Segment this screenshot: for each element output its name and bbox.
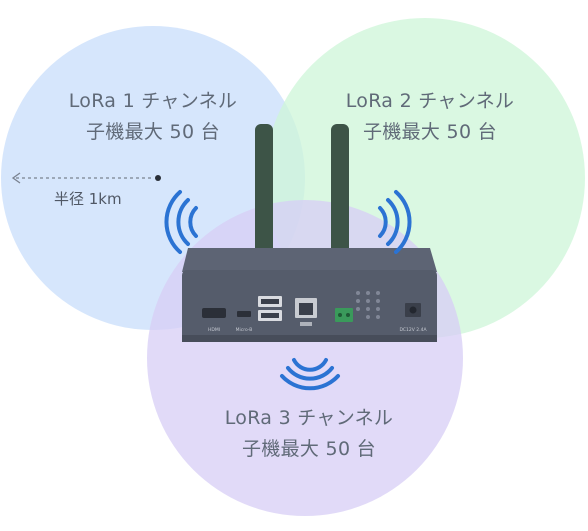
antenna-icon: [255, 124, 349, 284]
gateway-device: HDMI Micro-B DC12V 2.4A: [182, 248, 437, 342]
port-label-dc: DC12V 2.4A: [399, 327, 427, 333]
zone-1-title: LoRa 1 チャンネル: [68, 90, 238, 112]
zone-2-label: LoRa 2 チャンネル 子機最大 50 台: [325, 86, 535, 148]
micro-usb-port: [237, 311, 251, 317]
port-label-hdmi: HDMI: [208, 327, 220, 333]
radius-indicator: [11, 172, 161, 184]
hdmi-port: [202, 308, 226, 318]
zone-3-title: LoRa 3 チャンネル: [224, 407, 394, 429]
zone-2-title: LoRa 2 チャンネル: [345, 90, 515, 112]
zone-2-capacity: 子機最大 50 台: [363, 121, 497, 143]
zone-3-circle: [147, 200, 463, 516]
signal-bottom-icon: [280, 358, 340, 391]
ethernet-port: [295, 298, 317, 326]
radius-label: 半径 1km: [54, 190, 122, 208]
usb-port: [258, 296, 282, 321]
zone-3-label: LoRa 3 チャンネル 子機最大 50 台: [204, 403, 414, 465]
dc-jack: [405, 303, 421, 317]
signal-right-icon: [378, 190, 412, 254]
status-leds: [356, 291, 380, 319]
signal-left-icon: [164, 190, 198, 254]
zone-1-capacity: 子機最大 50 台: [86, 121, 220, 143]
terminal-block: [335, 308, 353, 322]
center-dot: [155, 175, 161, 181]
zone-1-label: LoRa 1 チャンネル 子機最大 50 台: [48, 86, 258, 148]
zone-3-capacity: 子機最大 50 台: [242, 438, 376, 460]
port-label-micro-b: Micro-B: [236, 327, 253, 333]
